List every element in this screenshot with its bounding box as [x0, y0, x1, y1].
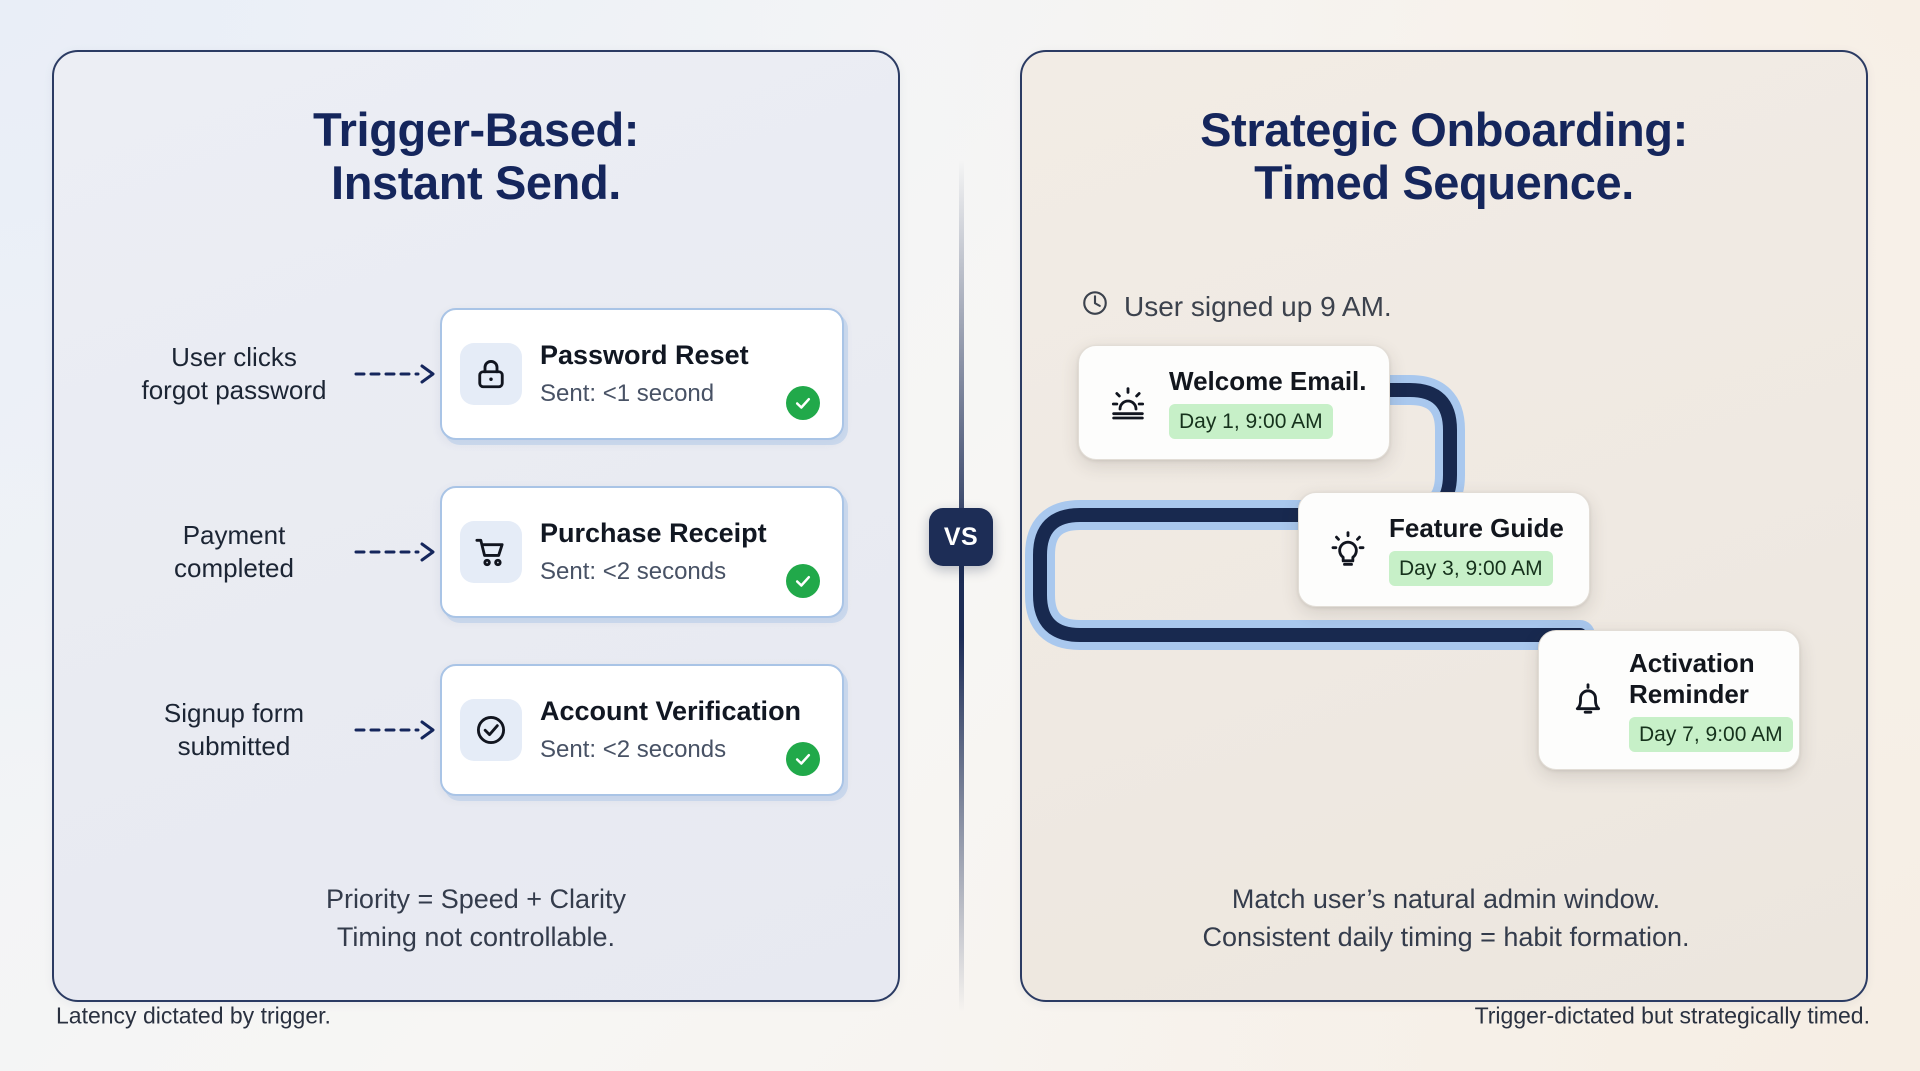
trigger-label-line2: submitted [177, 731, 291, 761]
trigger-label: Signup form submitted [114, 697, 354, 764]
trigger-label-line2: forgot password [141, 375, 327, 405]
dashed-arrow-icon [354, 539, 440, 565]
email-card-title: Purchase Receipt [540, 517, 767, 548]
trigger-label-line2: completed [174, 553, 294, 583]
clock-icon [1080, 288, 1110, 325]
email-card-text: Account Verification Sent: <2 seconds [540, 695, 802, 763]
left-title-line1: Trigger-Based: [312, 103, 640, 156]
schedule-chip: Day 3, 9:00 AM [1389, 551, 1553, 587]
right-title-line1: Strategic Onboarding: [1200, 103, 1688, 156]
trigger-label-line1: Payment [182, 519, 286, 550]
sequence-card[interactable]: Feature Guide Day 3, 9:00 AM [1298, 492, 1590, 607]
email-card-text: Password Reset Sent: <1 second [540, 339, 786, 407]
right-note-line2: Consistent daily timing = habit formatio… [1202, 922, 1690, 953]
email-card-status: Sent: <2 seconds [540, 557, 727, 585]
email-card-title: Password Reset [540, 339, 749, 370]
schedule-chip: Day 7, 9:00 AM [1629, 716, 1793, 752]
email-card[interactable]: Account Verification Sent: <2 seconds [440, 664, 844, 796]
right-panel-note: Match user’s natural admin window. Consi… [1022, 880, 1870, 957]
sunrise-icon [1103, 378, 1153, 428]
trigger-row: Signup form submitted Account Verificat [114, 660, 894, 800]
email-card-status: Sent: <2 seconds [540, 735, 727, 763]
check-circle-icon [786, 564, 820, 598]
sequence-card-body: Feature Guide Day 3, 9:00 AM [1389, 512, 1565, 587]
schedule-chip: Day 1, 9:00 AM [1169, 404, 1333, 440]
check-circle-icon [786, 742, 820, 776]
left-panel-title: Trigger-Based: Instant Send. [54, 103, 898, 209]
trigger-row: User clicks forgot password [114, 304, 894, 444]
sequence-card-body: Activation Reminder Day 7, 9:00 AM [1629, 648, 1793, 752]
sequence-card-title: Activation Reminder [1629, 648, 1755, 709]
shopping-cart-icon [460, 521, 522, 583]
lock-icon [460, 343, 522, 405]
email-card[interactable]: Purchase Receipt Sent: <2 seconds [440, 486, 844, 618]
trigger-label: Payment completed [114, 519, 354, 586]
right-note-line1: Match user’s natural admin window. [1231, 884, 1661, 914]
email-card-title: Account Verification [540, 695, 802, 726]
signup-note: User signed up 9 AM. [1080, 288, 1392, 325]
signup-note-text: User signed up 9 AM. [1124, 290, 1392, 322]
right-panel-title: Strategic Onboarding: Timed Sequence. [1022, 103, 1866, 209]
sequence-card-body: Welcome Email. Day 1, 9:00 AM [1169, 365, 1367, 440]
trigger-label-line1: Signup form [163, 697, 305, 728]
sequence-card[interactable]: Welcome Email. Day 1, 9:00 AM [1078, 345, 1390, 460]
sequence-card-title: Welcome Email. [1169, 365, 1367, 396]
email-card-status: Sent: <1 second [540, 379, 715, 407]
right-title-line2: Timed Sequence. [1254, 155, 1634, 209]
trigger-label: User clicks forgot password [114, 341, 354, 408]
bell-icon [1563, 675, 1613, 725]
left-note-line2: Timing not controllable. [336, 922, 616, 953]
trigger-row: Payment completed Purchase [114, 482, 894, 622]
left-panel-note: Priority = Speed + Clarity Timing not co… [54, 880, 898, 957]
check-circle-icon [786, 386, 820, 420]
divider-line [959, 160, 964, 1012]
trigger-label-line1: User clicks [171, 341, 297, 372]
left-panel: Trigger-Based: Instant Send. User clicks… [52, 50, 900, 1002]
dashed-arrow-icon [354, 717, 440, 743]
left-note-line1: Priority = Speed + Clarity [325, 884, 627, 914]
email-card-text: Purchase Receipt Sent: <2 seconds [540, 517, 786, 585]
lightbulb-icon [1323, 525, 1373, 575]
dashed-arrow-icon [354, 361, 440, 387]
sequence-card[interactable]: Activation Reminder Day 7, 9:00 AM [1538, 630, 1800, 770]
check-circle-outline-icon [460, 699, 522, 761]
right-footer-caption: Trigger-dictated but strategically timed… [1474, 1002, 1870, 1029]
vs-badge-label: VS [943, 522, 979, 551]
sequence-card-title: Feature Guide [1389, 512, 1564, 543]
email-card[interactable]: Password Reset Sent: <1 second [440, 308, 844, 440]
vs-badge: VS [929, 508, 993, 566]
left-footer-caption: Latency dictated by trigger. [56, 1002, 331, 1029]
left-title-line2: Instant Send. [331, 155, 621, 209]
